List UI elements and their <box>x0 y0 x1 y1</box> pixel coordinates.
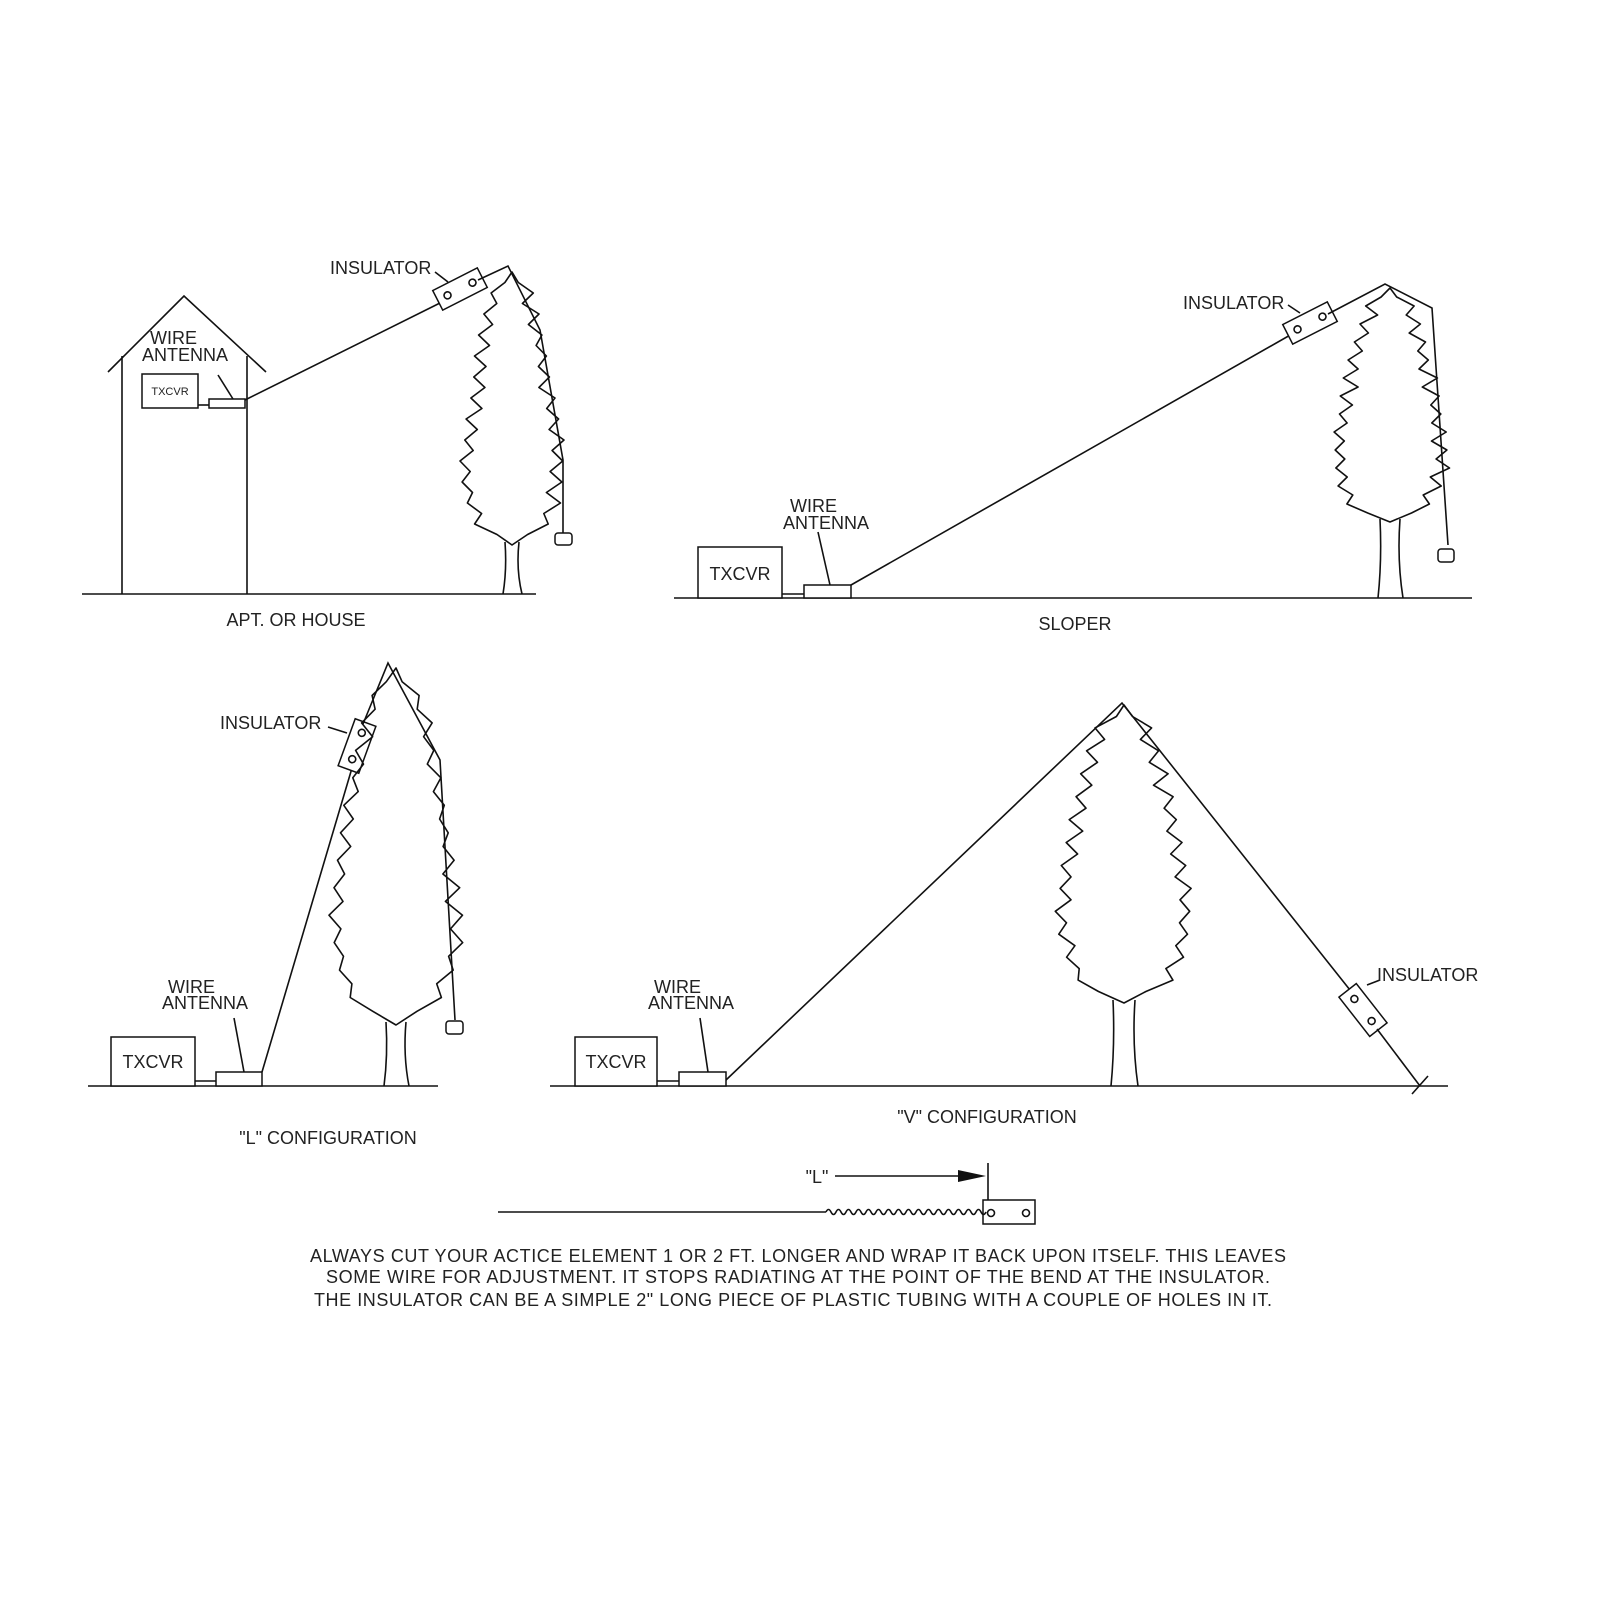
weight <box>1437 548 1455 563</box>
txcvr-box <box>110 1036 196 1087</box>
tree <box>1054 704 1192 1087</box>
antenna-label: ANTENNA <box>783 513 869 533</box>
notes: ALWAYS CUT YOUR ACTICE ELEMENT 1 OR 2 FT… <box>310 1246 1286 1310</box>
weight <box>554 532 573 546</box>
antenna-wire <box>261 767 353 1073</box>
house <box>107 294 267 594</box>
tree-trunk <box>1377 518 1404 599</box>
tree-trunk <box>502 541 523 595</box>
antenna-label: ANTENNA <box>648 993 734 1013</box>
antenna-label: ANTENNA <box>142 345 228 365</box>
arrowhead-icon <box>958 1170 986 1182</box>
txcvr-label: TXCVR <box>709 564 770 584</box>
antenna-feed <box>215 1071 263 1087</box>
antenna-feed <box>678 1071 727 1087</box>
insulator-label: INSULATOR <box>1377 965 1478 985</box>
panel-v-configuration: TXCVR WIRE ANTENNA INSULATOR "V" CONFIGU… <box>550 701 1478 1127</box>
insulator <box>982 1199 1036 1225</box>
txcvr-label: TXCVR <box>122 1052 183 1072</box>
length-label: "L" <box>806 1167 829 1187</box>
txcvr-box <box>574 1036 658 1087</box>
txcvr-box <box>697 546 783 599</box>
caption: APT. OR HOUSE <box>226 610 365 630</box>
weight <box>445 1020 464 1035</box>
tree <box>328 667 464 1087</box>
note-line: ALWAYS CUT YOUR ACTICE ELEMENT 1 OR 2 FT… <box>310 1246 1286 1266</box>
insulator <box>1281 300 1339 346</box>
wire-label: WIRE <box>790 496 837 516</box>
wire-label: WIRE <box>168 977 215 997</box>
caption: "L" CONFIGURATION <box>239 1128 416 1148</box>
antenna-wire <box>850 333 1293 586</box>
insulator <box>431 266 489 312</box>
tree-trunk <box>383 1021 410 1087</box>
antenna-feed <box>803 584 852 599</box>
tree-trunk <box>1110 999 1139 1087</box>
insulator <box>337 717 377 775</box>
panel-l-configuration: TXCVR WIRE ANTENNA INSULATOR "L" CONFIGU… <box>88 661 464 1148</box>
txcvr-label: TXCVR <box>151 386 188 398</box>
tree <box>1333 287 1451 599</box>
antenna-wire <box>244 301 443 401</box>
wire-label: WIRE <box>150 328 197 348</box>
insulator <box>1337 982 1389 1038</box>
insulator-label: INSULATOR <box>1183 293 1284 313</box>
txcvr-label: TXCVR <box>585 1052 646 1072</box>
panel-sloper: TXCVR WIRE ANTENNA INSULATOR SLOPER <box>674 283 1472 634</box>
insulator-label: INSULATOR <box>330 258 431 278</box>
caption: SLOPER <box>1038 614 1111 634</box>
tree-canopy <box>1333 287 1451 523</box>
tree-canopy <box>1054 704 1192 1004</box>
insulator-label: INSULATOR <box>220 713 321 733</box>
wire-label: WIRE <box>654 977 701 997</box>
wrap-detail: "L" <box>498 1163 1036 1225</box>
note-line: THE INSULATOR CAN BE A SIMPLE 2" LONG PI… <box>314 1290 1272 1310</box>
note-line: SOME WIRE FOR ADJUSTMENT. IT STOPS RADIA… <box>326 1267 1270 1287</box>
tree <box>459 271 565 595</box>
antenna-label: ANTENNA <box>162 993 248 1013</box>
tree-canopy <box>459 271 565 546</box>
caption: "V" CONFIGURATION <box>897 1107 1076 1127</box>
txcvr-box <box>141 373 199 409</box>
wrapped-wire <box>825 1208 987 1216</box>
antenna-wire <box>725 701 1351 1081</box>
tree-canopy <box>328 667 464 1026</box>
antenna-feed <box>208 398 246 409</box>
panel-house: TXCVR WIRE ANTENNA INSULATOR APT. OR HOU… <box>82 258 573 630</box>
